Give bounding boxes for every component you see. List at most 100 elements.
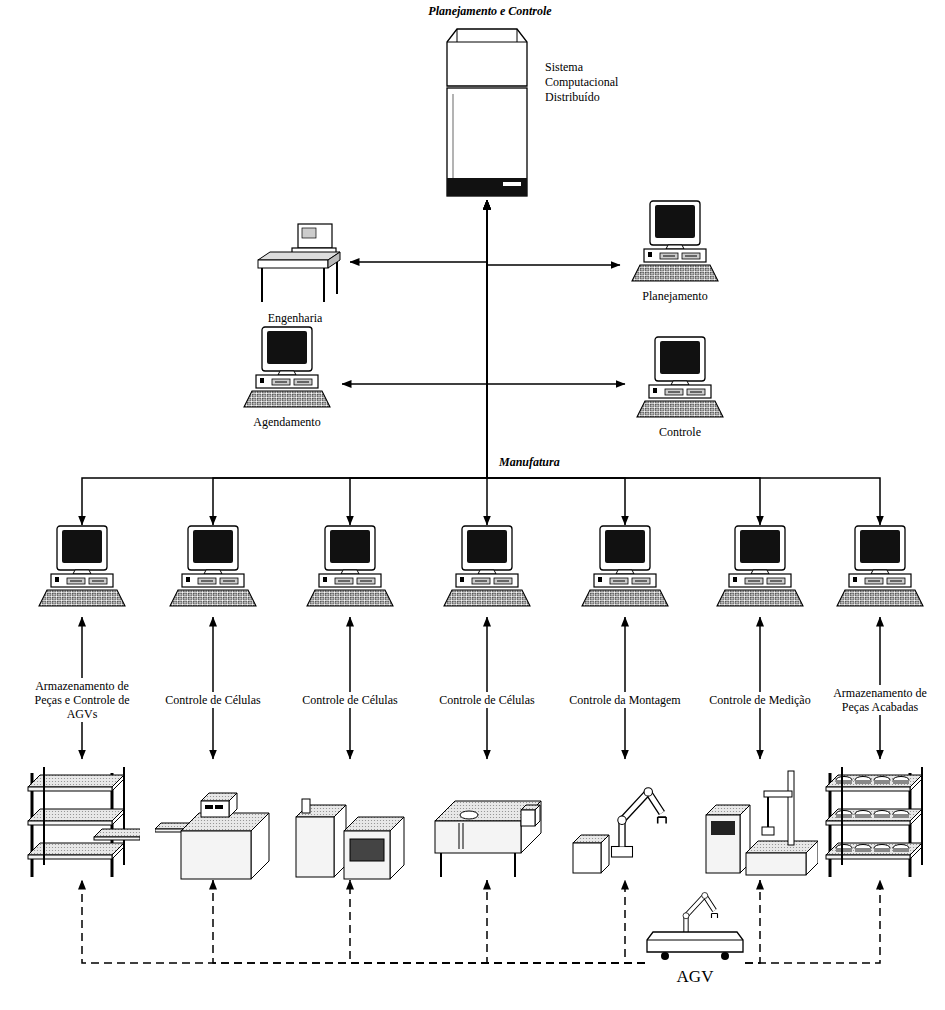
drawing-part <box>632 201 718 281</box>
drawing-part <box>874 811 890 818</box>
drawing-part <box>272 379 290 385</box>
drawing-part <box>618 816 626 824</box>
bus-label: Manufatura <box>497 455 562 470</box>
workstation-node: Armazenamento de Peças Acabadas <box>822 525 938 880</box>
drawing-part <box>294 379 312 385</box>
drawing-part <box>244 391 330 407</box>
drawing-part <box>598 577 602 582</box>
workstation-icon <box>240 222 350 307</box>
agv-path-arrow <box>745 880 760 963</box>
drawing-part <box>223 581 235 582</box>
drawing-part <box>661 952 669 960</box>
drawing-part <box>62 530 102 563</box>
drawing-part <box>181 831 251 879</box>
drawing-part <box>826 787 910 791</box>
drawing-part <box>632 578 650 584</box>
drawing-part <box>57 526 107 570</box>
drawing-part <box>325 526 375 570</box>
drawing-part <box>644 249 706 262</box>
drawing-part <box>841 767 843 865</box>
drawing-part <box>748 581 760 582</box>
diagram-title: Planejamento e Controle <box>380 4 600 19</box>
network-link <box>487 200 620 265</box>
drawing-part <box>764 791 792 797</box>
drawing-part <box>855 526 905 570</box>
drawing-part <box>762 827 774 835</box>
drawing-part <box>475 581 487 582</box>
drawing-part <box>686 896 715 935</box>
node-label: Controle da Montagem <box>567 692 682 708</box>
drawing-part <box>256 375 318 388</box>
workstation-node: Controle da Montagem <box>567 525 683 880</box>
drawing-part <box>503 182 521 186</box>
drawing-part <box>893 780 909 784</box>
drawing-part <box>658 817 666 823</box>
drawing-part <box>910 809 922 825</box>
drawing-part <box>893 777 909 784</box>
agv-vehicle <box>645 888 745 963</box>
drawing-part <box>302 228 316 238</box>
drawing-part <box>307 526 393 606</box>
drawing-part <box>486 617 488 759</box>
drawing-part <box>613 581 625 582</box>
drawing-part <box>319 574 381 587</box>
drawing-part <box>874 814 890 818</box>
drawing-part <box>338 581 350 582</box>
drawing-part <box>660 253 678 259</box>
node-label: Engenharia <box>240 311 350 325</box>
drawing-part <box>188 526 238 570</box>
workstation-node: Planejamento <box>620 200 730 303</box>
drawing-part <box>447 178 527 196</box>
drawing-part <box>55 577 59 582</box>
drawing-part <box>123 767 125 865</box>
drawing-part <box>788 771 794 845</box>
drawing-part <box>28 767 140 877</box>
drawing-part <box>28 775 124 787</box>
drawing-part <box>28 809 124 821</box>
drawing-part <box>444 590 530 606</box>
drawing-part <box>67 578 85 584</box>
drawing-part <box>685 256 697 257</box>
drawing-part <box>278 371 296 375</box>
drawing-part <box>893 811 909 818</box>
drawing-part <box>360 581 372 582</box>
workstation-icon <box>625 336 735 421</box>
drawing-part <box>535 805 540 826</box>
drawing-part <box>666 245 684 249</box>
drawing-part <box>275 382 287 383</box>
drawing-part <box>193 530 233 563</box>
drawing-part <box>910 843 922 859</box>
drawing-part <box>440 853 442 877</box>
drawing-part <box>770 581 782 582</box>
server-tower <box>445 28 530 198</box>
drawing-part <box>459 823 460 849</box>
drawing-part <box>594 574 656 587</box>
drawing-part <box>890 581 902 582</box>
drawing-part <box>94 829 140 837</box>
drawing-part <box>201 581 213 582</box>
drawing-part <box>682 253 700 259</box>
network-link <box>350 200 487 525</box>
drawing-part <box>435 801 541 877</box>
drawing-part <box>687 389 705 395</box>
drawing-part <box>637 337 723 417</box>
drawing-part <box>297 382 309 383</box>
drawing-part <box>663 256 675 257</box>
drawing-part <box>307 590 393 606</box>
drawing-part <box>447 29 527 86</box>
drawing-part <box>92 581 104 582</box>
network-link <box>350 200 487 262</box>
drawing-part <box>43 767 45 865</box>
drawing-part <box>262 327 312 371</box>
drawing-part <box>296 817 334 877</box>
drawing-part <box>644 788 652 796</box>
drawing-part <box>622 792 662 847</box>
drawing-part <box>573 843 601 873</box>
drawing-part <box>201 801 229 817</box>
drawing-part <box>260 378 264 383</box>
drawing-part <box>514 853 516 877</box>
drawing-part <box>837 590 923 606</box>
drawing-part <box>28 855 112 859</box>
drawing-part <box>258 260 328 268</box>
drawing-part <box>457 29 458 42</box>
